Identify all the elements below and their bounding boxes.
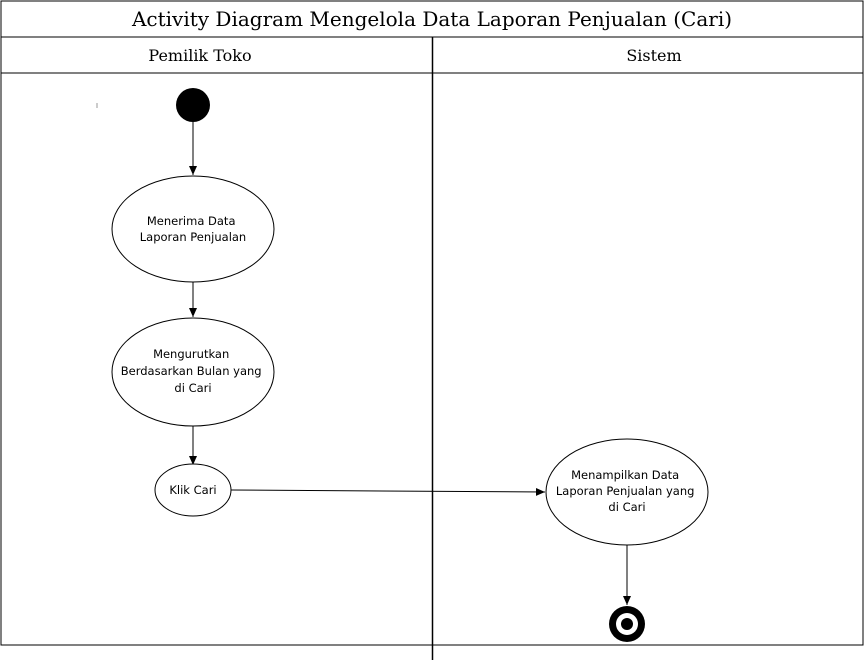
action-click-search-shape xyxy=(154,463,232,517)
action-click-search-line-1: Klik Cari xyxy=(169,483,216,497)
initial-node xyxy=(176,88,210,122)
edges xyxy=(189,122,631,605)
edge-click-to-display xyxy=(230,487,546,496)
action-sort-by-month-line-3: di Cari xyxy=(174,381,211,395)
action-display-report-line-1: Menampilkan Data xyxy=(571,468,679,482)
action-sort-by-month-line-2: Berdasarkan Bulan yang xyxy=(121,364,262,378)
action-sort-by-month-line-1: Mengurutkan xyxy=(153,347,229,361)
action-display-report-line-2: Laporan Penjualan yang xyxy=(556,484,695,498)
action-receive-report-line-1: Menerima Data xyxy=(147,214,236,228)
diagram-title: Activity Diagram Mengelola Data Laporan … xyxy=(131,7,732,31)
action-display-report-line-3: di Cari xyxy=(608,500,645,514)
action-click-search-label: Klik Cari xyxy=(169,483,216,497)
action-sort-by-month-shape xyxy=(111,317,275,427)
lane-label-sistem: Sistem xyxy=(626,46,681,65)
action-display-report-shape xyxy=(545,438,709,546)
action-receive-report-line-2: Laporan Penjualan xyxy=(140,230,246,244)
action-receive-report-label: Menerima Data Laporan Penjualan xyxy=(140,214,246,244)
final-node-inner xyxy=(621,618,633,630)
final-node xyxy=(609,606,645,642)
action-sort-by-month-label: Mengurutkan Berdasarkan Bulan yang di Ca… xyxy=(121,347,266,395)
action-receive-report: Menerima Data Laporan Penjualan xyxy=(111,175,275,283)
action-receive-report-shape xyxy=(111,175,275,283)
action-sort-by-month: Mengurutkan Berdasarkan Bulan yang di Ca… xyxy=(111,317,275,427)
action-display-report: Menampilkan Data Laporan Penjualan yang … xyxy=(545,438,709,546)
action-display-report-label: Menampilkan Data Laporan Penjualan yang … xyxy=(556,468,698,514)
action-click-search: Klik Cari xyxy=(154,463,232,517)
lane-label-pemilik-toko: Pemilik Toko xyxy=(148,46,251,65)
